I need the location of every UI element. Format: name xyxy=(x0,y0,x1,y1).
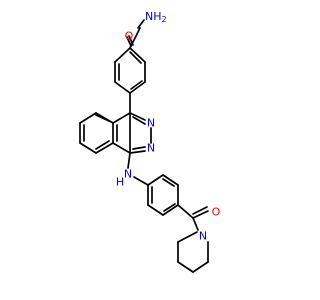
bond-31 xyxy=(95,140,110,150)
bond-43 xyxy=(177,204,194,219)
bond-25 xyxy=(95,114,110,122)
phthalazine-n-lower-label: N xyxy=(147,142,155,155)
bond-46 xyxy=(192,217,199,231)
bond-33 xyxy=(133,176,149,186)
bond-8 xyxy=(129,81,146,94)
bond-51 xyxy=(177,231,198,243)
bond-44 xyxy=(192,210,209,219)
bond-26 xyxy=(79,112,97,124)
bond-14 xyxy=(112,112,131,124)
bond-40 xyxy=(162,174,179,186)
bond-11 xyxy=(129,47,146,63)
bond-42 xyxy=(147,174,164,186)
bond-48 xyxy=(192,261,209,273)
amide-nh2-label: NH2 xyxy=(145,10,167,24)
amide-oxygen-label: O xyxy=(125,30,134,43)
bond-22 xyxy=(129,150,146,154)
bond-19 xyxy=(129,112,146,121)
bond-37 xyxy=(162,204,179,216)
bond-17 xyxy=(112,142,131,154)
chemical-structure-diagram: O NH2 N N N H O N xyxy=(79,10,221,273)
bond-29 xyxy=(79,142,97,154)
bond-41 xyxy=(162,178,175,187)
phthalazine-n-upper-label: N xyxy=(147,117,155,130)
bond-49 xyxy=(177,261,194,273)
ketone-oxygen-label: O xyxy=(212,206,221,219)
bond-3 xyxy=(129,27,141,49)
bond-20 xyxy=(132,116,146,125)
bond-1 xyxy=(126,36,132,47)
bond-2 xyxy=(137,19,145,29)
bond-38 xyxy=(163,203,176,212)
bond-lines xyxy=(79,19,209,273)
amine-n-label: N xyxy=(124,168,132,181)
bond-12 xyxy=(129,51,142,64)
amide-nh-text: NH xyxy=(145,10,162,23)
amide-nh2-subscript: 2 xyxy=(162,15,167,24)
bond-32 xyxy=(127,152,131,169)
piperidine-n-label: N xyxy=(199,230,207,243)
bond-45 xyxy=(192,206,208,215)
amine-h-label: H xyxy=(116,176,124,189)
bond-9 xyxy=(130,80,143,90)
bond-23 xyxy=(132,146,146,150)
bond-36 xyxy=(147,204,164,216)
bond-7 xyxy=(114,81,131,94)
bond-30 xyxy=(95,142,114,154)
bond-4 xyxy=(114,47,131,63)
